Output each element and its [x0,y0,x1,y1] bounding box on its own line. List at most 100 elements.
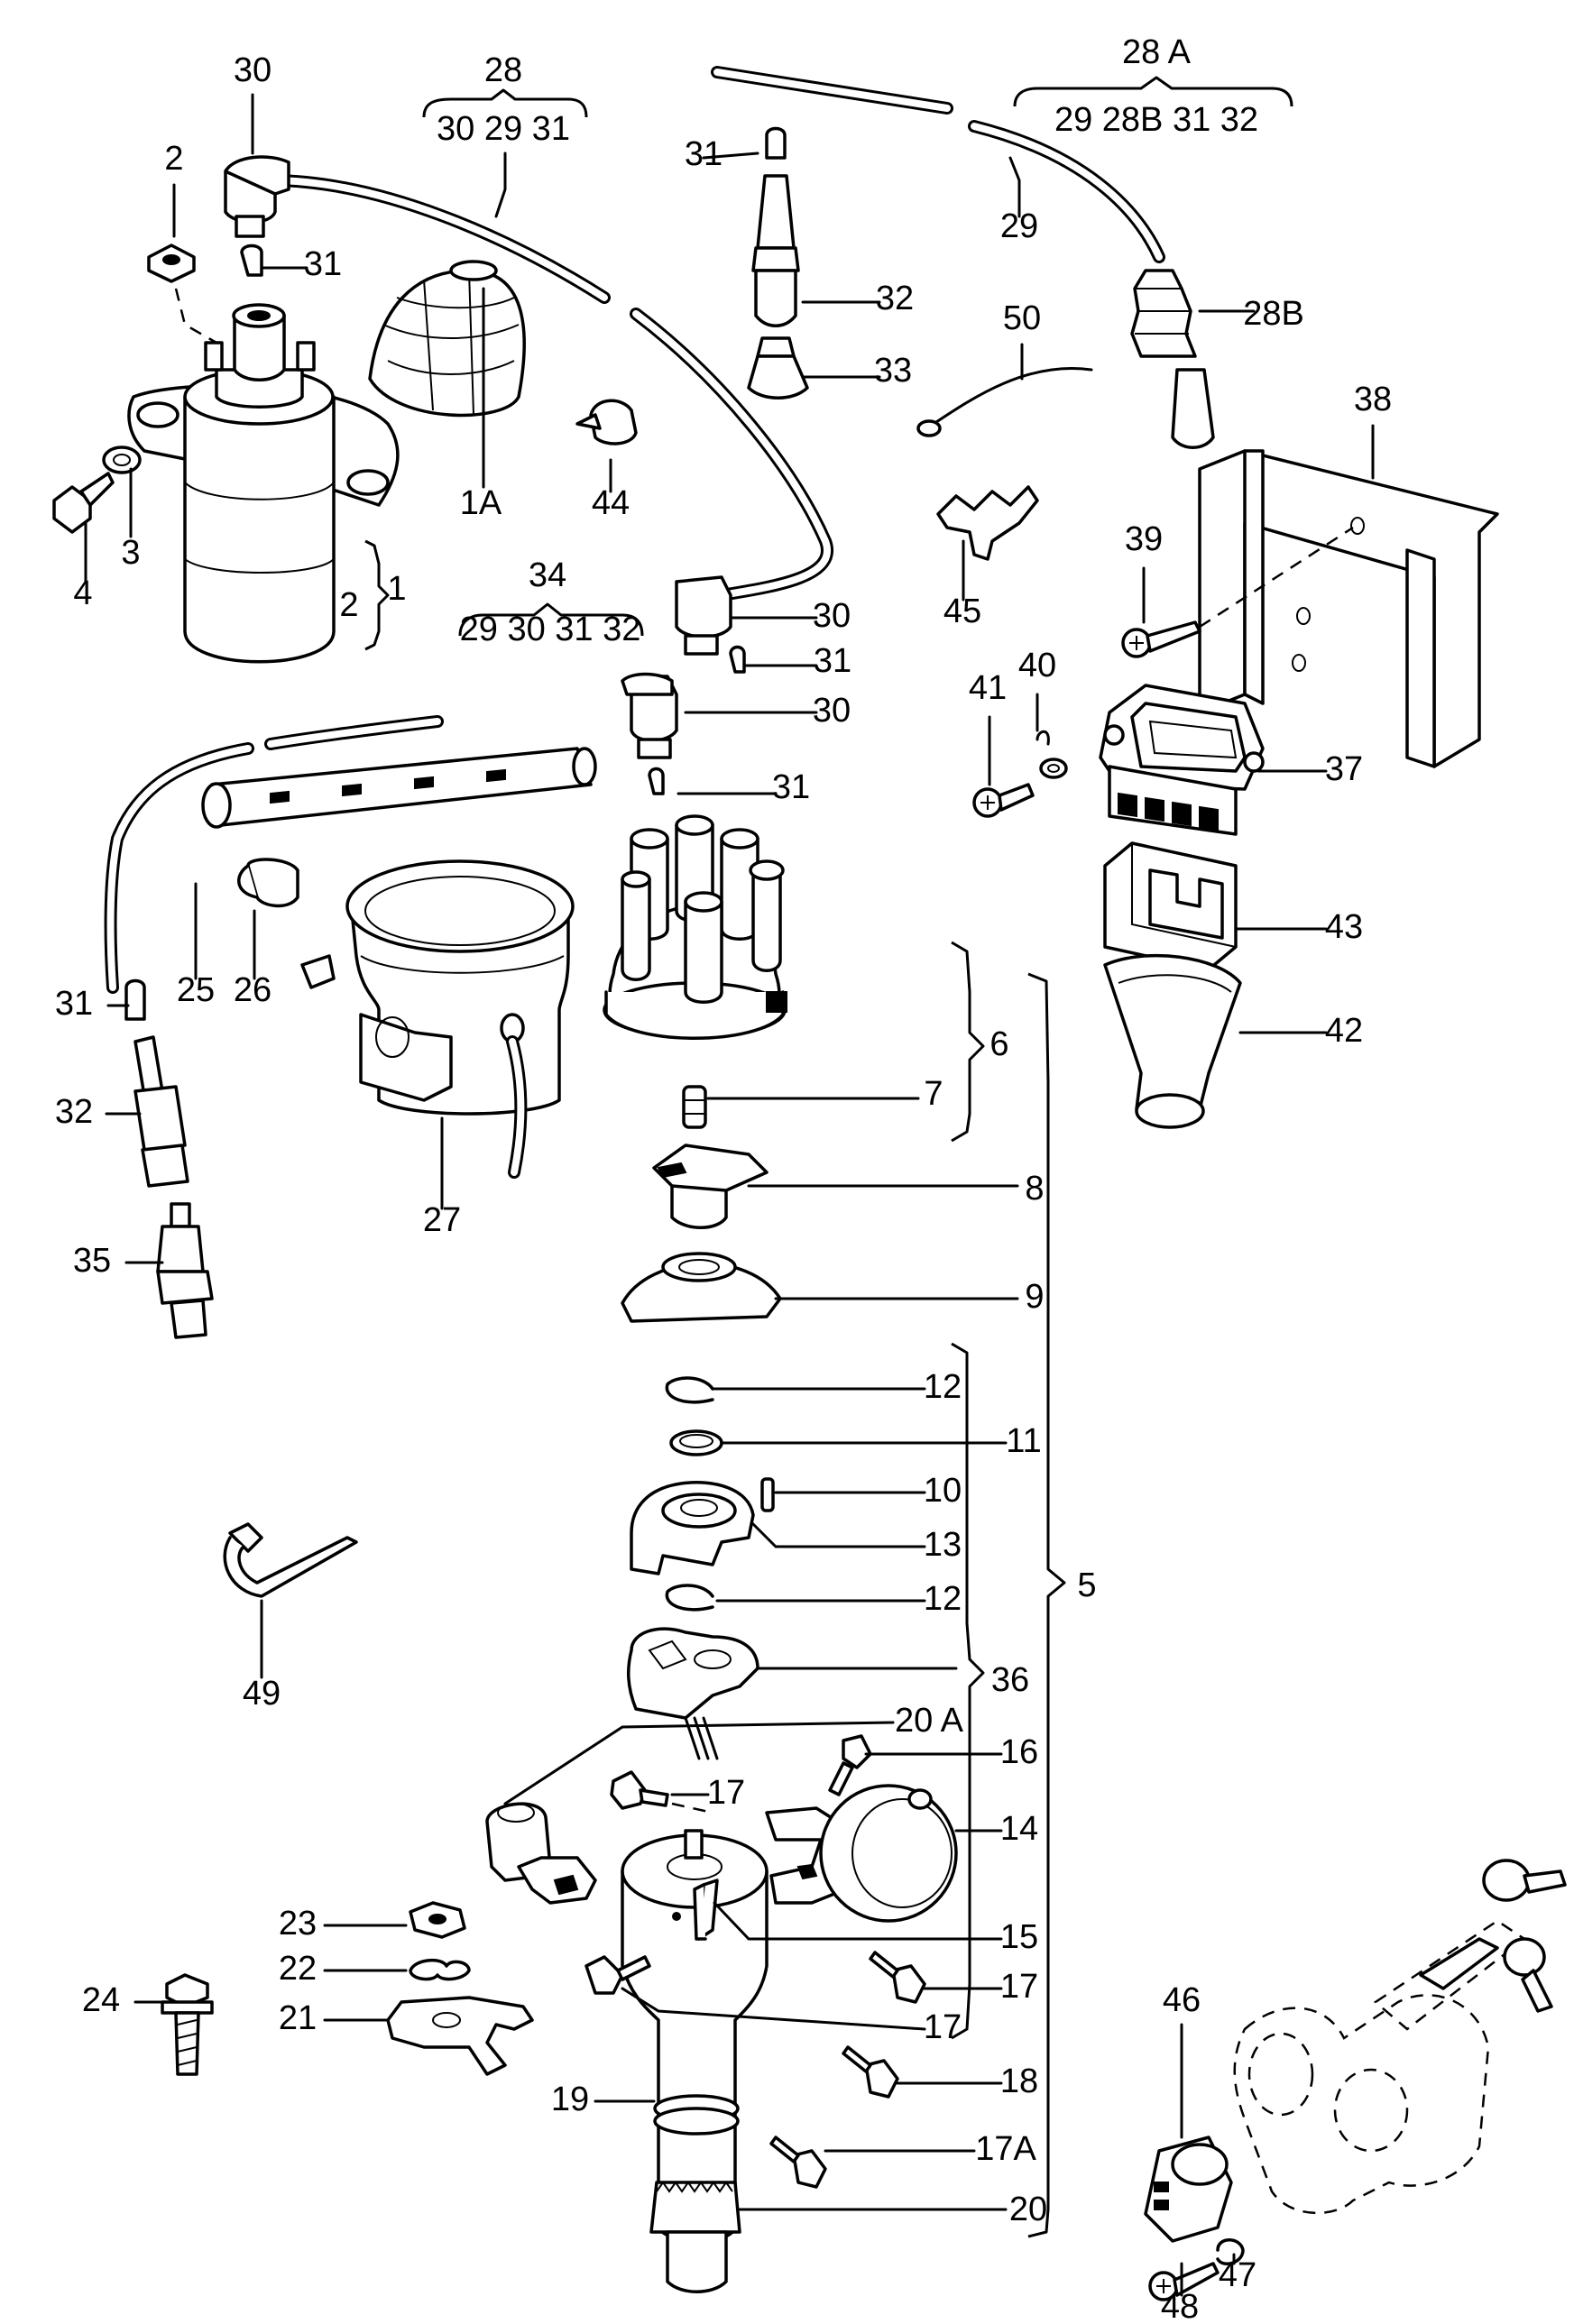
distributor-cap-6 [603,814,787,1040]
plug-connector-32 [747,126,809,400]
callout-label-36: 36 [991,1661,1029,1699]
spring-washer-22 [409,1959,471,1981]
hall-sender-36 [626,1627,759,1760]
callout-label-48: 48 [1161,2288,1199,2324]
callout-label-7: 7 [924,1075,943,1113]
clamp-21 [386,1996,534,2076]
callout-label-49: 49 [243,1675,281,1713]
boot-28B [1130,269,1215,449]
callout-label-4: 4 [73,574,92,612]
callout-label-30-top: 30 [234,51,272,89]
shield-27 [300,859,575,1179]
callout-label-47: 47 [1219,2256,1256,2294]
callout-label-17-c: 17 [924,2008,962,2046]
carbon-brush-7 [682,1085,707,1129]
lock-housing-dashed [1233,1994,1490,2215]
screw-39 [1121,526,1354,658]
callout-label-38: 38 [1354,381,1392,418]
callout-label-15: 15 [1000,1918,1038,1956]
spark-plug-boot-top [224,155,290,277]
spark-plug-35 [156,1202,214,1339]
nut-23 [409,1901,466,1939]
callout-label-22: 22 [279,1950,317,1988]
callout-label-1: 1 [387,570,406,608]
control-unit-37 [1099,684,1265,836]
vacuum-unit-14 [765,1784,958,1923]
circlip-12-b [665,1584,714,1612]
callout-label-29-a: 29 [1000,207,1038,245]
switch-46 [1144,2136,1233,2243]
screw-41-washer-40 [972,730,1068,818]
screw-17-b [869,1951,926,2004]
callout-label-18: 18 [1000,2062,1038,2100]
callout-label-28-sub: 30 29 31 [437,110,570,148]
callout-label-30-c: 30 [813,692,851,730]
spark-plug-32-left [124,978,189,1188]
callout-label-2-mid: 2 [339,586,358,624]
callout-label-12-b: 12 [924,1580,962,1618]
callout-label-30-b: 30 [813,597,851,635]
screw-16 [828,1734,872,1796]
callout-label-31-b: 31 [685,135,723,173]
callout-label-11: 11 [1006,1422,1041,1460]
rotor-8 [652,1144,769,1229]
connector-20A [485,1802,597,1905]
callout-label-31-a: 31 [304,245,342,283]
lock-cylinder-keys [1373,1859,1567,2031]
callout-label-31-e: 31 [55,985,93,1023]
callout-label-33: 33 [874,352,912,390]
cable-tie-49 [223,1522,358,1598]
screw-17A [769,2136,827,2189]
callout-label-20: 20 [1009,2191,1047,2228]
callout-label-13: 13 [924,1526,962,1564]
leader-lines [84,93,1375,2297]
screw-17-c [584,1955,651,1995]
callout-label-3: 3 [121,534,140,572]
ring-11 [669,1429,723,1456]
wire-tube-25 [201,747,597,829]
trigger-rotor-13 [630,1481,755,1575]
callout-label-31-d: 31 [772,768,810,806]
callout-label-41: 41 [969,669,1007,707]
callout-label-20a: 20 A [895,1702,964,1740]
clip-44 [575,399,638,446]
callout-label-6: 6 [990,1025,1008,1063]
seal-43 [1103,841,1238,971]
plug-boot-30-low [621,672,678,795]
callout-label-34-sub: 29 30 31 32 [460,611,641,648]
ignition-wires [104,66,1165,994]
coil-nut-2 [147,243,217,344]
callout-label-28a-sub: 29 28B 31 32 [1054,101,1258,139]
callout-label-19: 19 [551,2081,589,2118]
callout-label-31-c: 31 [814,642,851,680]
screw-17-a [610,1770,713,1814]
callout-label-17a: 17A [975,2130,1036,2168]
callout-label-46: 46 [1163,1981,1201,2019]
callout-label-35: 35 [73,1242,111,1280]
callout-label-50: 50 [1003,299,1041,337]
dust-cap-1A [368,260,526,418]
callout-label-32-b: 32 [55,1093,93,1131]
dust-shield-9 [621,1252,782,1323]
callout-label-39: 39 [1125,520,1163,558]
callout-label-32-a: 32 [876,280,914,317]
callout-label-10: 10 [924,1472,962,1510]
callout-label-23: 23 [279,1905,317,1943]
callout-label-34: 34 [529,556,566,594]
boot-42 [1103,953,1242,1129]
callout-label-44: 44 [592,484,630,522]
callout-label-37: 37 [1325,750,1363,788]
callout-label-21: 21 [279,1999,317,2037]
callout-label-25: 25 [177,971,215,1009]
screw-18 [842,2045,899,2099]
callout-label-2-top: 2 [164,140,183,178]
bolt-24 [161,1973,214,2076]
callout-label-42: 42 [1325,1012,1363,1050]
callout-label-12-a: 12 [924,1368,962,1406]
screw-48 [1148,2262,1220,2301]
callout-label-28b: 28B [1243,295,1304,333]
callout-label-17-a: 17 [707,1774,745,1812]
